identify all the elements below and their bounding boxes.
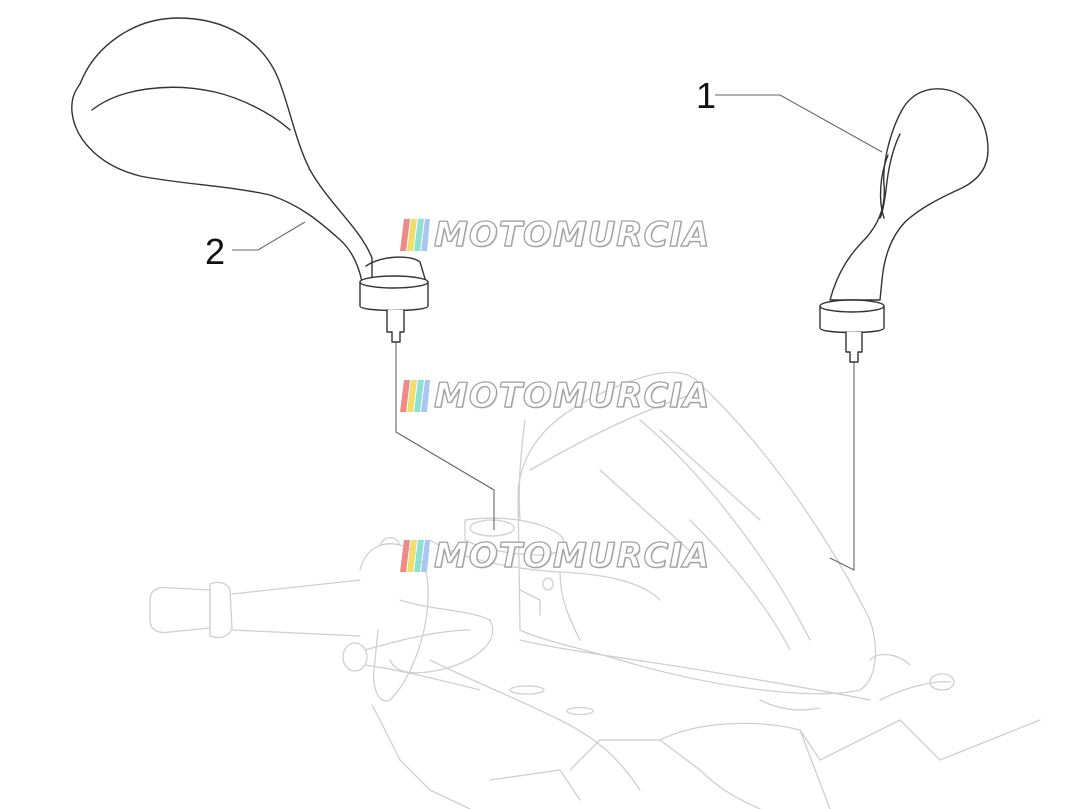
leader-lines: [232, 94, 883, 571]
leader-line-part-2: [232, 221, 306, 251]
watermark-text: MOTOMURCIA: [433, 375, 711, 416]
watermark-bottom: MOTOMURCIA: [400, 535, 710, 577]
callout-part-2: 2: [205, 231, 226, 272]
watermark-top: MOTOMURCIA: [400, 214, 710, 256]
watermark-stripes: [400, 380, 430, 412]
watermark-middle: MOTOMURCIA: [400, 375, 710, 417]
watermark-text: MOTOMURCIA: [433, 214, 711, 255]
leader-line-part-1: [715, 94, 883, 153]
mounting-line-left: [395, 340, 495, 530]
mirror-part-2: [71, 17, 429, 343]
watermark-stripes: [400, 219, 430, 251]
callout-part-1: 1: [696, 75, 717, 116]
handlebar-assembly-outline: [149, 371, 1041, 809]
watermark-text: MOTOMURCIA: [433, 535, 711, 576]
watermark-stripes: [400, 540, 430, 572]
mounting-line-right: [829, 362, 855, 571]
mirror-part-1: [819, 88, 989, 363]
